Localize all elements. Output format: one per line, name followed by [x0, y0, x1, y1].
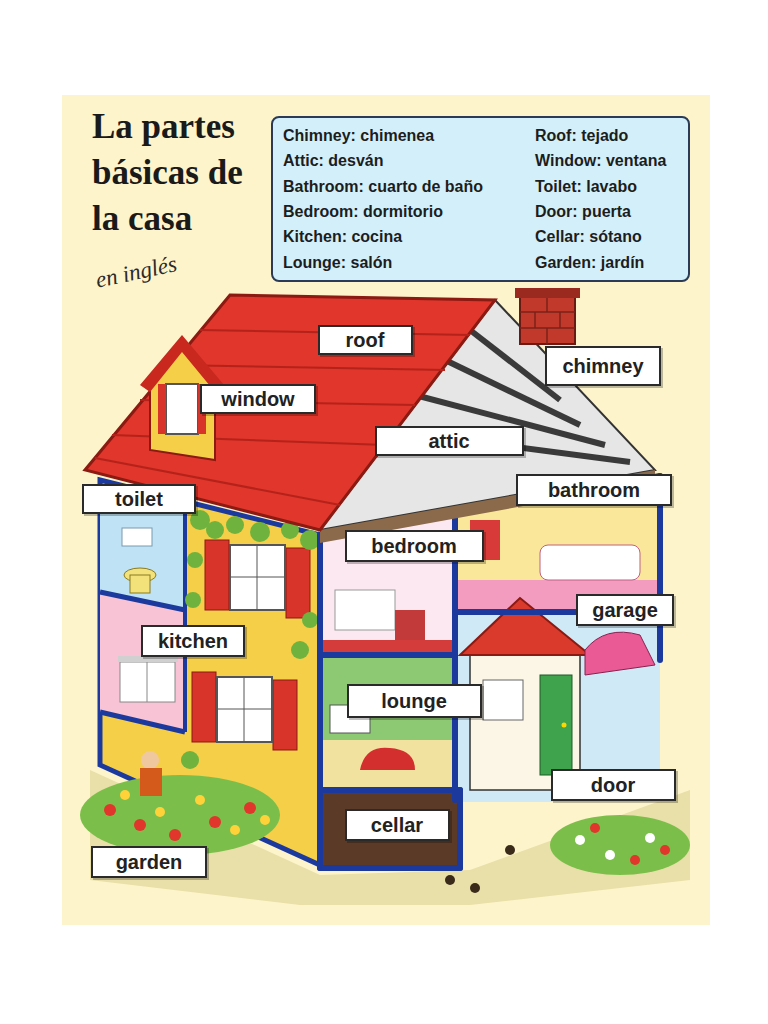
label-box: garage	[576, 594, 674, 626]
label-box: attic	[375, 426, 524, 456]
part-label: garage	[592, 599, 658, 621]
vocabulary-entry: Roof: tejado	[535, 124, 680, 147]
part-label: attic	[428, 430, 469, 452]
part-label: bathroom	[548, 479, 640, 501]
vocabulary-entry: Window: ventana	[535, 149, 680, 172]
part-label: cellar	[371, 814, 423, 836]
vocabulary-entry: Chimney: chimenea	[283, 124, 535, 147]
part-label: toilet	[115, 488, 163, 510]
part-label: chimney	[562, 355, 643, 377]
page-title: La partes básicas de la casa	[92, 104, 267, 242]
part-label: door	[591, 774, 635, 796]
label-box: kitchen	[141, 625, 245, 657]
part-label: lounge	[381, 690, 447, 712]
label-box: roof	[318, 325, 413, 355]
vocabulary-entry: Door: puerta	[535, 200, 680, 223]
label-box: door	[551, 769, 676, 801]
label-box: bathroom	[516, 474, 672, 506]
label-box: toilet	[82, 484, 196, 514]
label-box: chimney	[545, 346, 661, 386]
vocabulary-entry: Cellar: sótano	[535, 225, 680, 248]
label-box: lounge	[347, 684, 482, 718]
vocabulary-entry: Garden: jardín	[535, 251, 680, 274]
part-label: garden	[116, 851, 183, 873]
part-label: roof	[346, 329, 385, 351]
label-box: bedroom	[345, 530, 484, 562]
vocabulary-entry: Lounge: salón	[283, 251, 535, 274]
label-box: garden	[91, 846, 207, 878]
label-box: cellar	[345, 809, 450, 841]
vocabulary-entry: Kitchen: cocina	[283, 225, 535, 248]
vocabulary-entry: Bathroom: cuarto de baño	[283, 175, 535, 198]
vocabulary-entry: Bedroom: dormitorio	[283, 200, 535, 223]
vocabulary-entry: Attic: desván	[283, 149, 535, 172]
part-label: kitchen	[158, 630, 228, 652]
vocabulary-box: Chimney: chimeneaRoof: tejadoAttic: desv…	[271, 116, 690, 282]
vocabulary-entry: Toilet: lavabo	[535, 175, 680, 198]
part-label: bedroom	[371, 535, 457, 557]
label-box: window	[200, 384, 316, 414]
part-label: window	[221, 388, 294, 410]
